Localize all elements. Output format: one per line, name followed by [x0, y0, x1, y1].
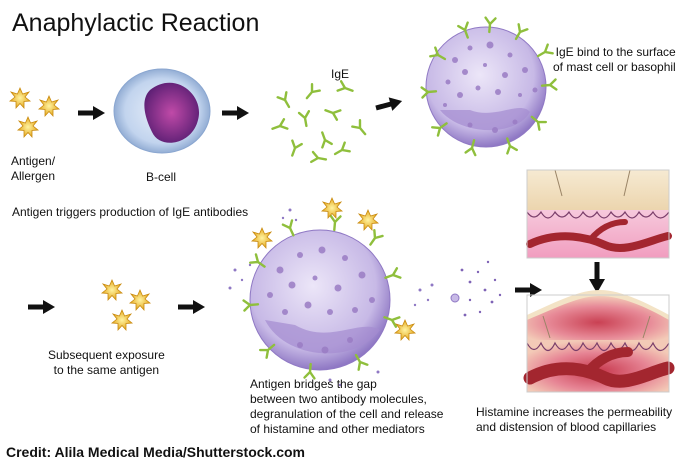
arrow-down [589, 262, 605, 293]
arrow-5 [178, 300, 205, 314]
label-exposure: Subsequent exposure to the same antigen [48, 348, 165, 377]
arrow-3 [374, 94, 404, 115]
label-ige-bind: IgE bind to the surface of mast cell or … [553, 45, 676, 74]
skin-inflamed [523, 290, 675, 393]
arrow-1 [78, 106, 105, 120]
skin-normal [526, 169, 672, 259]
antigen-group-2 [101, 279, 151, 331]
page-title: Anaphylactic Reaction [12, 9, 260, 37]
label-bridges: Antigen bridges the gap between two anti… [250, 377, 444, 436]
mast-cell-sensitized [420, 16, 558, 157]
label-b-cell: B-cell [146, 170, 177, 184]
label-production: Antigen triggers production of IgE antib… [12, 205, 249, 219]
arrow-2 [222, 106, 249, 120]
label-antigen: Antigen/ Allergen [11, 154, 56, 183]
credit: Credit: Alila Medical Media/Shutterstock… [6, 444, 305, 460]
b-cell [113, 68, 211, 154]
label-ige: IgE [331, 67, 350, 81]
antigen-group-1 [9, 87, 60, 138]
arrow-4 [28, 300, 55, 314]
label-histamine: Histamine increases the permeability and… [476, 405, 673, 434]
histamine-particles [450, 260, 502, 317]
mast-cell-degranulating [228, 197, 434, 387]
ige-antibodies [269, 80, 371, 166]
